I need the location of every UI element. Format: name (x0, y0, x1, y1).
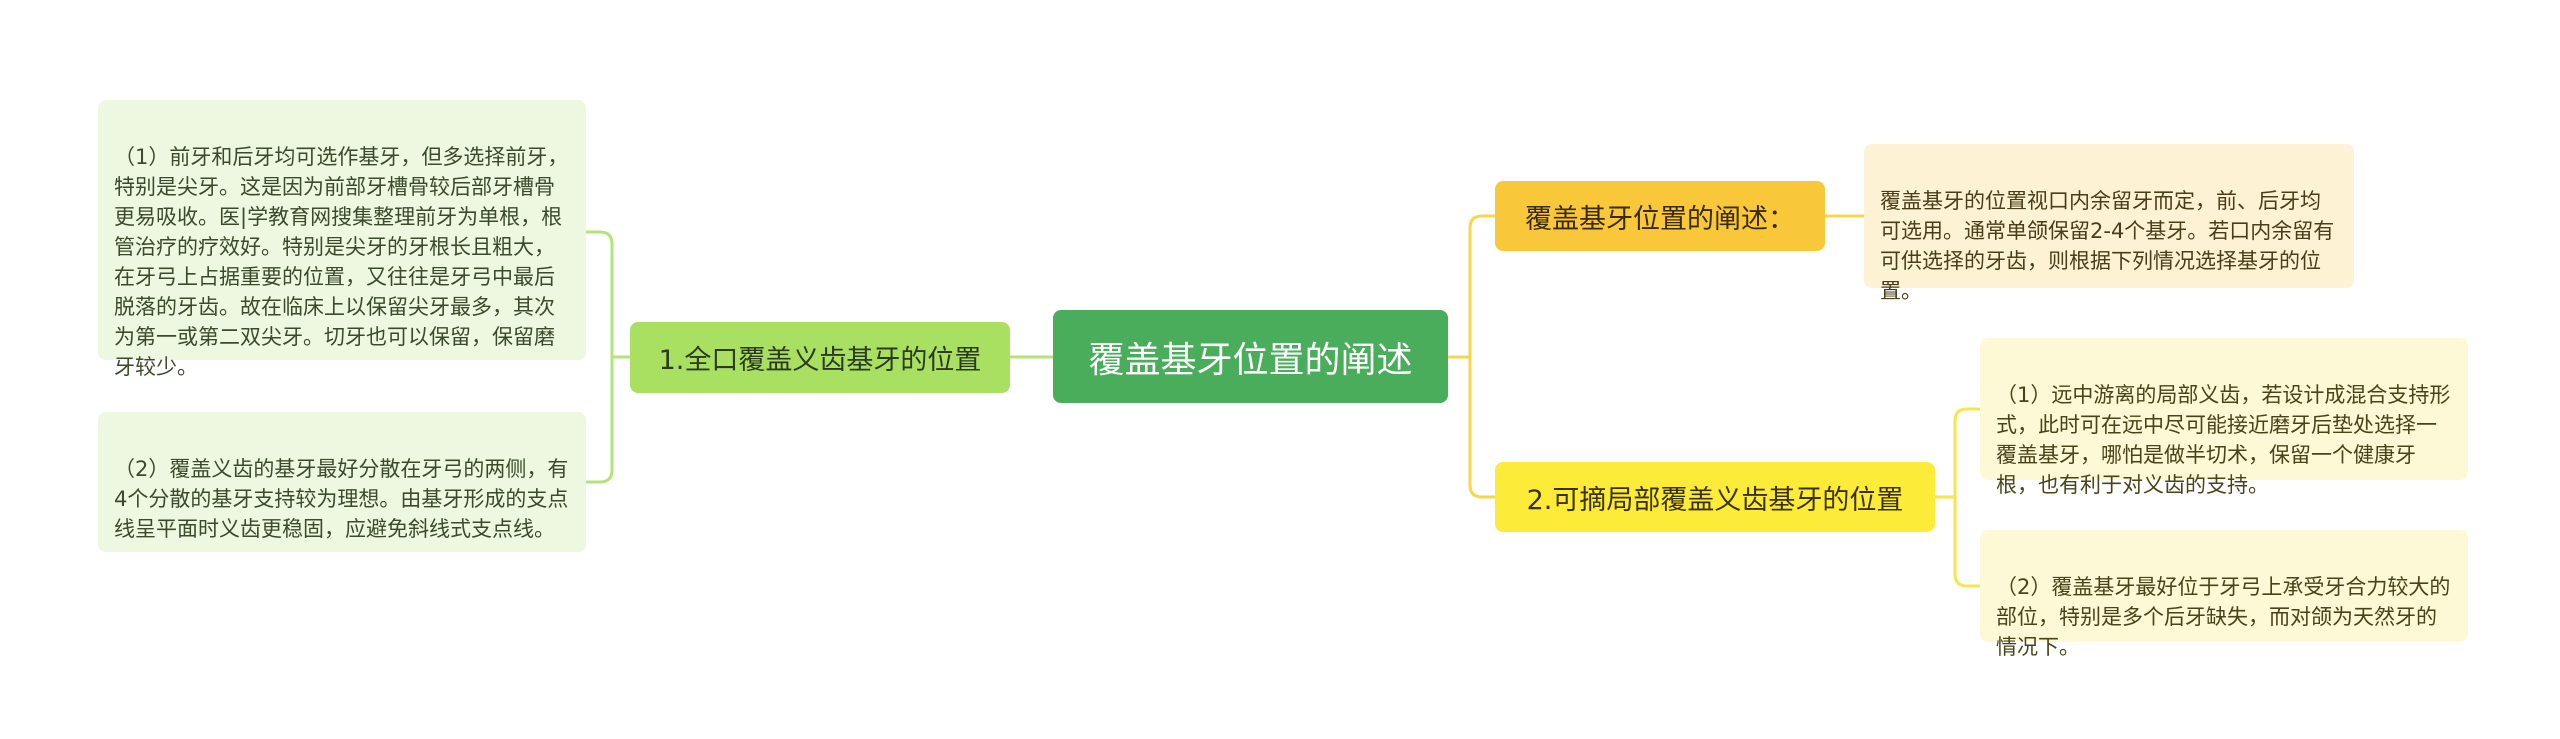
connector-root-right-1 (1448, 214, 1495, 359)
left-leaf-1-text: （1）前牙和后牙均可选作基牙，但多选择前牙，特别是尖牙。这是因为前部牙槽骨较后部… (114, 145, 569, 379)
right2-leaf-2[interactable]: （2）覆盖基牙最好位于牙弓上承受牙合力较大的部位，特别是多个后牙缺失，而对颌为天… (1980, 530, 2468, 659)
right1-leaf-text: 覆盖基牙的位置视口内余留牙而定，前、后牙均可选用。通常单颌保留2-4个基牙。若口… (1880, 189, 2335, 303)
left-leaf-2[interactable]: （2）覆盖义齿的基牙最好分散在牙弓的两侧，有4个分散的基牙支持较为理想。由基牙形… (98, 412, 586, 552)
right2-leaf-1-text: （1）远中游离的局部义齿，若设计成混合支持形式，此时可在远中尽可能接近磨牙后垫处… (1996, 383, 2451, 497)
branch-right-1[interactable]: 覆盖基牙位置的阐述： (1495, 181, 1825, 251)
left-leaf-1[interactable]: （1）前牙和后牙均可选作基牙，但多选择前牙，特别是尖牙。这是因为前部牙槽骨较后部… (98, 100, 586, 379)
right1-leaf[interactable]: 覆盖基牙的位置视口内余留牙而定，前、后牙均可选用。通常单颌保留2-4个基牙。若口… (1864, 144, 2354, 303)
left-leaf-2-text: （2）覆盖义齿的基牙最好分散在牙弓的两侧，有4个分散的基牙支持较为理想。由基牙形… (114, 457, 569, 541)
branch-left-label: 1.全口覆盖义齿基牙的位置 (658, 345, 982, 376)
right2-leaf-2-text: （2）覆盖基牙最好位于牙弓上承受牙合力较大的部位，特别是多个后牙缺失，而对颌为天… (1996, 575, 2451, 659)
connector-left-leaf-2 (586, 357, 614, 484)
branch-left[interactable]: 1.全口覆盖义齿基牙的位置 (630, 322, 1010, 393)
connector-right2-leaf-1 (1935, 407, 1980, 499)
branch-right-2-label: 2.可摘局部覆盖义齿基牙的位置 (1526, 484, 1904, 516)
connector-right2-leaf-2 (1953, 497, 1980, 588)
branch-right-1-label: 覆盖基牙位置的阐述： (1525, 203, 1795, 235)
connector-root-right-2 (1468, 357, 1495, 499)
connector-left-leaf-1 (586, 230, 630, 359)
branch-right-2[interactable]: 2.可摘局部覆盖义齿基牙的位置 (1495, 462, 1935, 532)
root-node[interactable]: 覆盖基牙位置的阐述 (1053, 310, 1448, 403)
root-title: 覆盖基牙位置的阐述 (1088, 339, 1413, 381)
right2-leaf-1[interactable]: （1）远中游离的局部义齿，若设计成混合支持形式，此时可在远中尽可能接近磨牙后垫处… (1980, 338, 2468, 497)
